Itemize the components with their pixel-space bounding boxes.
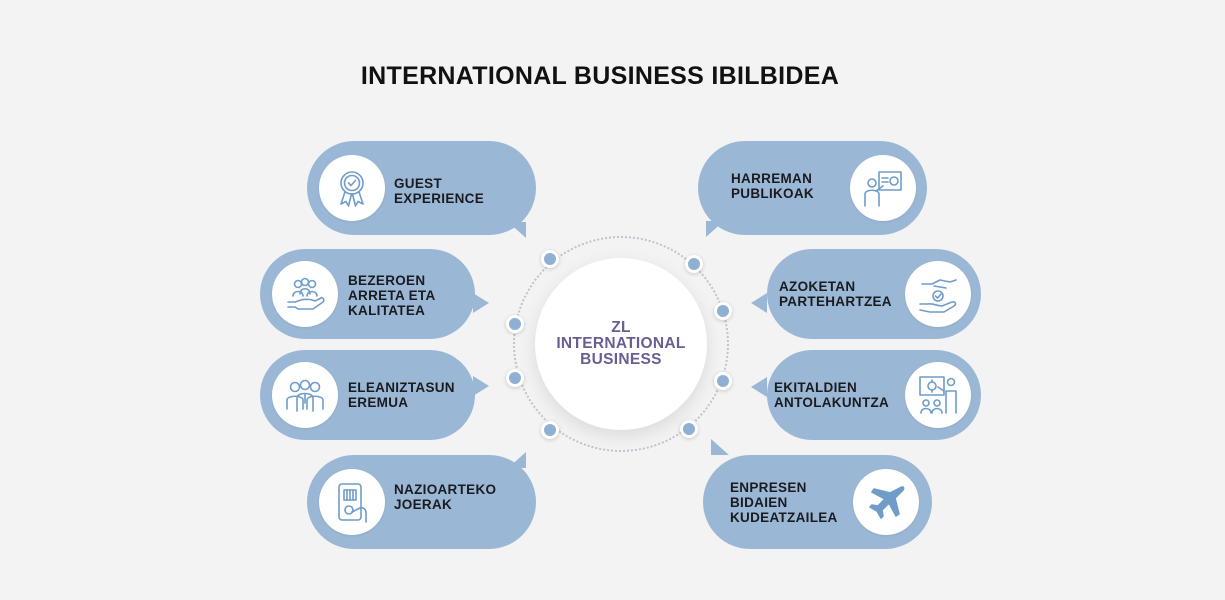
center-circle: ZL INTERNATIONAL BUSINESS — [535, 258, 707, 430]
connector-dot — [680, 420, 698, 438]
bubble-customer-care: BEZEROEN ARRETA ETA KALITATEA — [260, 249, 475, 339]
icon-badge — [272, 362, 338, 428]
page-title: INTERNATIONAL BUSINESS IBILBIDEA — [360, 62, 840, 90]
tablet-touch-icon — [338, 483, 367, 523]
bubble-tail — [706, 221, 724, 237]
connector-dot — [714, 372, 732, 390]
bubble-label: ENPRESEN BIDAIEN KUDEATZAILEA — [730, 480, 838, 525]
bubble-trade-fairs: AZOKETAN PARTEHARTZEA — [767, 249, 981, 339]
bubble-tail — [751, 293, 767, 313]
presentation-icon — [864, 171, 902, 207]
bubble-guest-experience: GUEST EXPERIENCE — [307, 141, 536, 235]
handshake-check-icon — [919, 279, 957, 313]
bubble-label: EKITALDIEN ANTOLAKUNTZA — [774, 380, 890, 410]
icon-badge — [853, 469, 919, 535]
bubble-tail — [751, 377, 767, 397]
bubble-tail — [508, 222, 526, 238]
connector-dot — [506, 369, 524, 387]
bubble-multilingual: ELEANIZTASUN EREMUA — [260, 350, 475, 440]
bubble-label: GUEST EXPERIENCE — [394, 176, 485, 206]
bubble-event-organization: EKITALDIEN ANTOLAKUNTZA — [767, 350, 981, 440]
bubble-public-relations: HARREMAN PUBLIKOAK — [698, 141, 927, 237]
icon-badge — [905, 362, 971, 428]
connector-dot — [541, 421, 559, 439]
connector-dot — [714, 302, 732, 320]
connector-dot — [541, 250, 559, 268]
bubble-tail — [711, 439, 729, 455]
bubble-international-trends: NAZIOARTEKO JOERAK — [307, 455, 536, 549]
event-training-icon — [919, 376, 957, 414]
connector-dot — [685, 255, 703, 273]
icon-badge — [319, 155, 385, 221]
bubble-tail — [473, 293, 489, 313]
bubble-label: HARREMAN PUBLIKOAK — [731, 171, 814, 201]
bubble-business-travel: ENPRESEN BIDAIEN KUDEATZAILEA — [703, 439, 932, 549]
bubble-label: ELEANIZTASUN EREMUA — [348, 380, 455, 410]
center-label: ZL INTERNATIONAL BUSINESS — [556, 319, 686, 368]
bubble-tail — [473, 376, 489, 396]
icon-badge — [905, 261, 971, 327]
people-group-icon — [286, 379, 324, 412]
icon-badge — [850, 155, 916, 221]
customers-hand-icon — [287, 277, 325, 310]
icon-badge — [272, 261, 338, 327]
connector-dot — [506, 315, 524, 333]
airplane-icon — [869, 486, 905, 519]
award-ribbon-icon — [340, 171, 364, 207]
center-dotted-ring — [513, 236, 729, 452]
bubble-tail — [508, 452, 526, 468]
bubble-label: BEZEROEN ARRETA ETA KALITATEA — [348, 273, 436, 318]
icon-badge — [319, 469, 385, 535]
bubble-label: AZOKETAN PARTEHARTZEA — [779, 279, 892, 309]
bubble-label: NAZIOARTEKO JOERAK — [394, 482, 497, 512]
